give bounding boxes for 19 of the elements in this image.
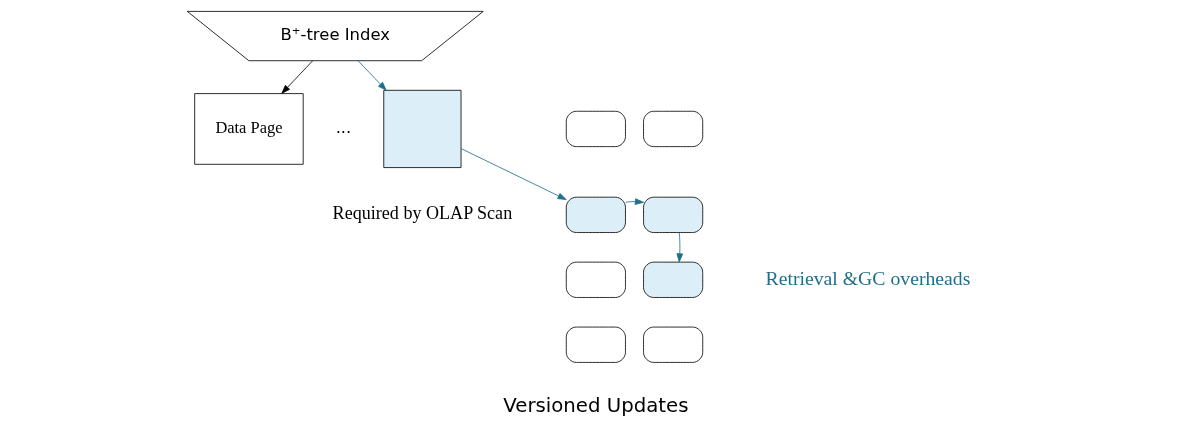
arrow: [281, 60, 313, 94]
node-box: [643, 196, 704, 233]
arrow: [460, 148, 567, 200]
node-box: [643, 110, 704, 148]
node-box: [643, 326, 704, 363]
node-label: Required by OLAP Scan: [332, 203, 513, 224]
node-box: [565, 261, 626, 298]
arrow: [676, 232, 684, 263]
arrow: [357, 60, 387, 91]
node-box: [643, 261, 704, 298]
arrow: [625, 198, 644, 205]
node-box: [565, 196, 626, 233]
label: Retrieval &GC overheads: [765, 266, 971, 289]
node-box: [383, 89, 462, 168]
label: ...: [335, 118, 352, 138]
label: Versioned Updates: [503, 393, 689, 417]
node-box: [565, 326, 626, 363]
node-box: Data Page: [194, 93, 304, 165]
node-box: [565, 110, 626, 148]
